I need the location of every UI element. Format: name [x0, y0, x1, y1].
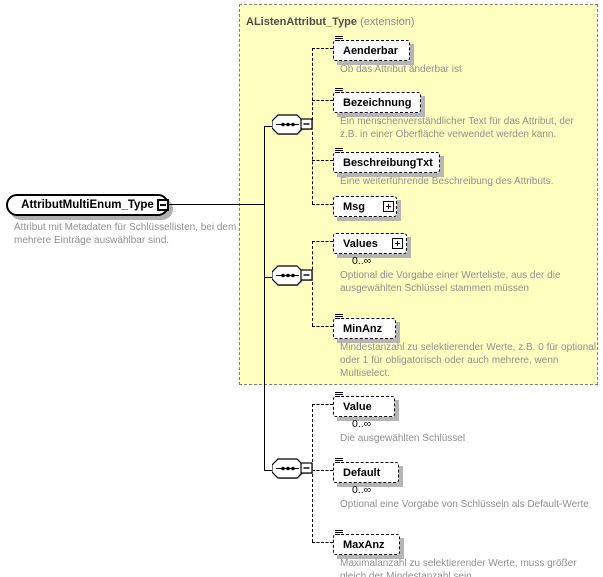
element-description-value: Die ausgewählten Schlüssel: [340, 433, 466, 444]
seq3-connector-default: [312, 470, 333, 471]
attribute-lines-icon: [335, 392, 343, 399]
element-box-bezeichnung[interactable]: Bezeichnung: [333, 92, 421, 113]
element-label-default: Default: [343, 466, 381, 479]
attribute-lines-icon: [335, 148, 343, 155]
sequence-compositor-2[interactable]: [272, 265, 314, 290]
branch-line-seq3: [264, 470, 274, 471]
extension-type-label: AListenAttribut_Type: [246, 16, 358, 28]
element-description-maxanz: Maximalanzahl zu selektierender Werte, m…: [340, 558, 577, 577]
element-box-beschreibungtxt[interactable]: BeschreibungTxt: [333, 152, 440, 173]
element-box-aenderbar[interactable]: Aenderbar: [333, 40, 410, 61]
element-cardinality-default: 0..∞: [352, 484, 372, 496]
element-expand-msg[interactable]: [383, 201, 394, 212]
element-description-bezeichnung: Ein menschenverständlicher Text für das …: [340, 116, 574, 140]
element-box-values[interactable]: Values: [333, 233, 407, 254]
attribute-lines-icon: [335, 530, 343, 537]
sequence-compositor-3[interactable]: [272, 458, 314, 483]
element-label-beschreibungtxt: BeschreibungTxt: [343, 156, 433, 169]
element-label-maxanz: MaxAnz: [343, 538, 385, 551]
seq2-rail: [312, 241, 313, 326]
element-box-minanz[interactable]: MinAnz: [333, 318, 396, 339]
element-box-default[interactable]: Default: [333, 462, 399, 483]
element-label-value: Value: [343, 400, 372, 413]
extension-panel-title: AListenAttribut_Type (extension): [246, 16, 415, 28]
element-expand-values[interactable]: [392, 238, 403, 249]
element-cardinality-value: 0..∞: [352, 418, 372, 430]
sequence-compositor-1[interactable]: [272, 114, 314, 139]
root-spine: [264, 126, 265, 470]
root-out-line: [169, 204, 264, 205]
element-cardinality-values: 0..∞: [352, 255, 372, 267]
element-description-values: Optional die Vorgabe einer Werteliste, a…: [340, 270, 561, 294]
seq2-connector-values: [312, 241, 333, 242]
element-description-beschreibungtxt: Eine weiterführende Beschreibung des Att…: [340, 176, 554, 187]
seq1-connector-beschreibungtxt: [312, 160, 333, 161]
seq1-connector-msg: [312, 204, 333, 205]
attribute-lines-icon: [335, 88, 343, 95]
seq1-connector-aenderbar: [312, 48, 333, 49]
root-type-description: Attribut mit Metadaten für Schlüssellist…: [14, 222, 237, 246]
seq3-connector-value: [312, 404, 333, 405]
element-label-values: Values: [343, 237, 378, 250]
element-box-value[interactable]: Value: [333, 396, 395, 417]
branch-line-seq2: [264, 277, 274, 278]
root-collapse-toggle[interactable]: [157, 199, 169, 211]
seq2-connector-minanz: [312, 326, 333, 327]
element-box-maxanz[interactable]: MaxAnz: [333, 534, 400, 555]
element-description-default: Optional eine Vorgabe von Schlüsseln als…: [340, 499, 589, 510]
extension-panel: [239, 4, 598, 385]
element-label-minanz: MinAnz: [343, 322, 383, 335]
element-label-msg: Msg: [343, 200, 365, 213]
root-type-label: AttributMultiEnum_Type: [21, 199, 154, 211]
attribute-lines-icon: [335, 314, 343, 321]
element-description-minanz: Mindestanzahl zu selektierender Werte, z…: [340, 342, 597, 379]
attribute-lines-icon: [335, 36, 343, 43]
seq1-connector-bezeichnung: [312, 100, 333, 101]
element-description-aenderbar: Ob das Attribut änderbar ist: [340, 64, 462, 75]
seq3-connector-maxanz: [312, 542, 333, 543]
extension-kind-label: (extension): [360, 16, 415, 28]
root-type-box[interactable]: AttributMultiEnum_Type: [6, 194, 169, 216]
element-label-aenderbar: Aenderbar: [343, 44, 399, 57]
element-label-bezeichnung: Bezeichnung: [343, 96, 412, 109]
element-box-msg[interactable]: Msg: [333, 196, 397, 217]
branch-line-seq1: [264, 126, 274, 127]
attribute-lines-icon: [335, 458, 343, 465]
